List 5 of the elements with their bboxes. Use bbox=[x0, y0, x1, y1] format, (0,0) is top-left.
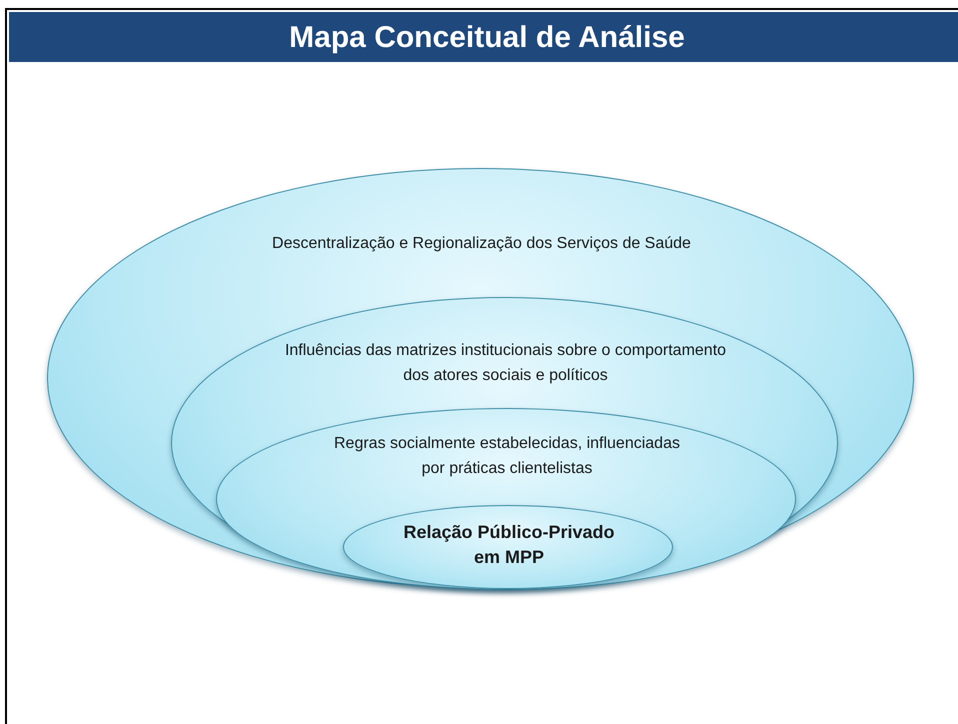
title-banner: Mapa Conceitual de Análise bbox=[9, 12, 958, 62]
ellipse-label: Relação Público-Privado em MPP bbox=[402, 521, 616, 569]
ellipse-label: Descentralização e Regionalização dos Serviços de Saúde bbox=[271, 234, 692, 254]
ellipse-label: Regras socialmente estabelecidas, influenciadas por práticas clientelistas bbox=[333, 434, 681, 479]
ellipse-label: Influências das matrizes institucionais sobre o comportamento dos atores sociais e políticos bbox=[284, 341, 728, 386]
